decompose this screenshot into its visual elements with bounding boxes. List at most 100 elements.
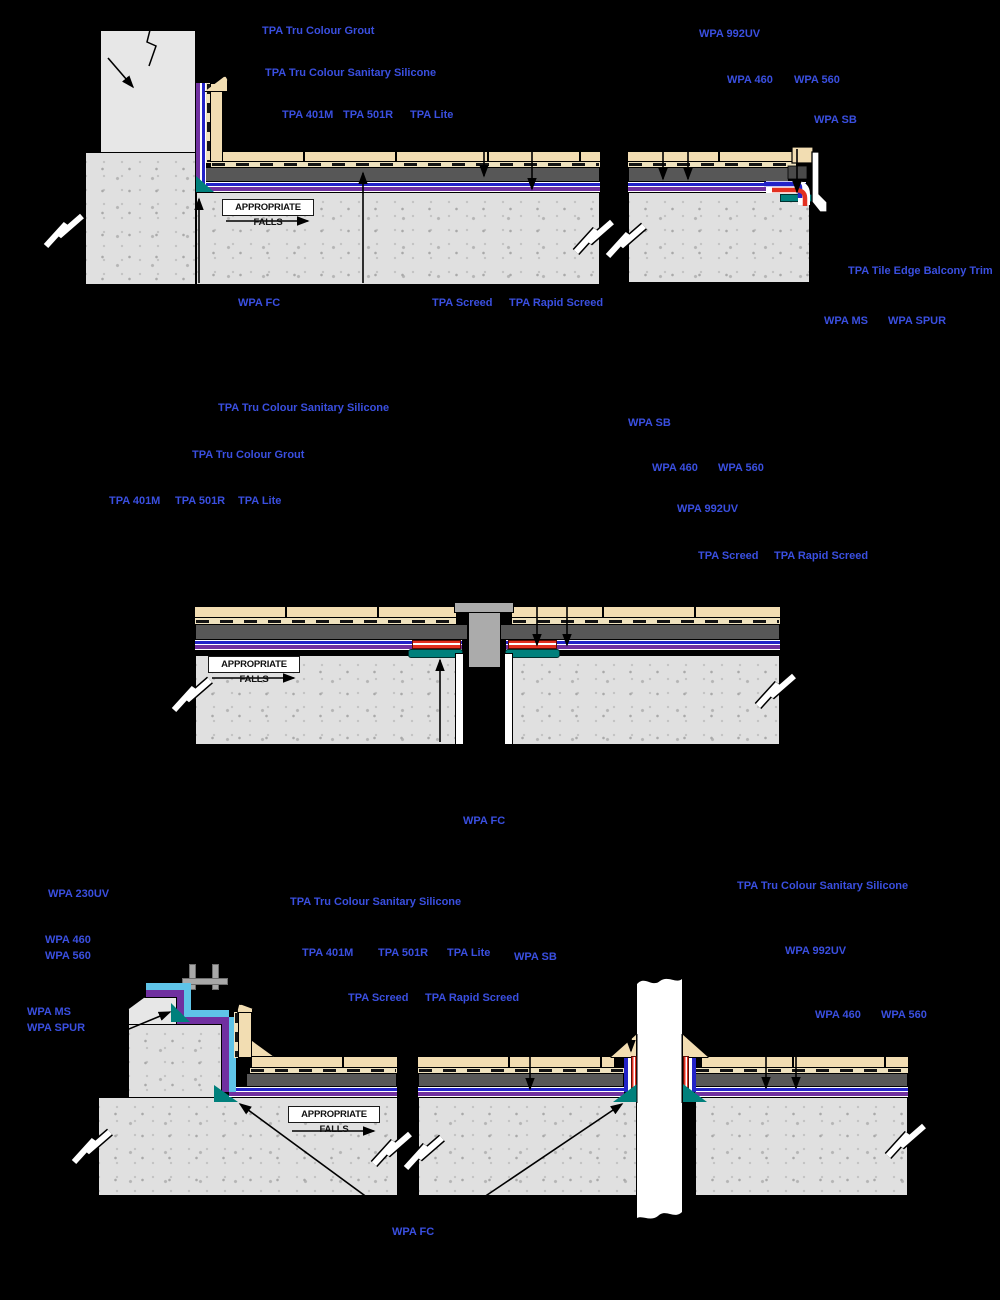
d2-red-band-left (412, 640, 461, 649)
label-d3-lite: TPA Lite (447, 947, 491, 959)
label-d1-fc: WPA FC (238, 297, 281, 309)
d2-screed-right (500, 624, 780, 640)
d1-edge-tile-cap (791, 146, 814, 164)
label-d2-screed: TPA Screed (698, 550, 759, 562)
label-d3-560-right: WPA 560 (881, 1009, 927, 1021)
label-d1-trim: TPA Tile Edge Balcony Trim (848, 265, 993, 277)
d2-tiles-right (512, 605, 780, 618)
d3-handrail-post-left (189, 964, 196, 990)
d2-membrane-purple-left (195, 645, 462, 650)
d3-pipe-collar-left (610, 1034, 637, 1058)
label-d2-sb: WPA SB (628, 417, 671, 429)
d3-blue-left (236, 1087, 397, 1092)
label-d3-401m: TPA 401M (302, 947, 354, 959)
d1-wall-upstand (100, 30, 196, 153)
d3-adhesive-right (695, 1068, 908, 1073)
d3-skirting-cap (237, 1004, 253, 1013)
d1-break-left (42, 212, 85, 250)
d2-adhesive-right (512, 618, 780, 624)
label-d3-460-left: WPA 460 (45, 934, 91, 946)
d1-upstand-purple (196, 83, 201, 188)
d3-pipe-white-right (689, 1058, 692, 1092)
label-d2-silicone: TPA Tru Colour Sanitary Silicone (218, 402, 390, 414)
d2-screed-left (195, 624, 468, 640)
d3-cyan-wall-top (146, 983, 191, 990)
d3-falls-box: APPROPRIATE FALLS (288, 1106, 380, 1135)
d2-membrane-purple-right (506, 645, 780, 650)
d1-upstand-blue (201, 83, 206, 188)
label-d2-rapid: TPA Rapid Screed (774, 550, 869, 562)
label-d2-lite: TPA Lite (238, 495, 282, 507)
d3-purple-wall-top (146, 990, 184, 997)
label-d3-501r: TPA 501R (378, 947, 429, 959)
label-d1-460: WPA 460 (727, 74, 773, 86)
label-d1-560: WPA 560 (794, 74, 840, 86)
label-d2-460: WPA 460 (652, 462, 698, 474)
d1-membrane-purple-right (628, 187, 780, 192)
d3-handrail-post-right (212, 964, 219, 990)
label-d3-rapid: TPA Rapid Screed (425, 992, 520, 1004)
d2-falls-text: APPROPRIATE FALLS (221, 659, 287, 685)
pipe-penetration (637, 978, 682, 1219)
d2-joint-filler-stem (468, 612, 501, 668)
label-d3-992uv: WPA 992UV (785, 945, 847, 957)
d1-tiles-left (213, 150, 600, 162)
label-d3-230uv: WPA 230UV (48, 888, 110, 900)
label-d3-screed: TPA Screed (348, 992, 409, 1004)
label-d1-rapid: TPA Rapid Screed (509, 297, 604, 309)
label-d1-501r: TPA 501R (343, 109, 394, 121)
label-d1-lite: TPA Lite (410, 109, 454, 121)
d3-wall-upper (128, 997, 177, 1025)
d1-tiles-right (628, 150, 792, 162)
d1-membrane-blue-right (628, 182, 806, 187)
d2-concrete-slab-right (505, 655, 780, 745)
d3-purple-step (177, 1017, 229, 1024)
label-d3-fc: WPA FC (392, 1226, 435, 1238)
d1-edge-screed-block (787, 165, 808, 180)
d3-slab-right (695, 1097, 908, 1196)
d1-screed-left (196, 167, 600, 182)
label-d1-screed: TPA Screed (432, 297, 493, 309)
d3-adhesive-left (250, 1068, 397, 1073)
d3-tiles-left (252, 1055, 397, 1068)
d3-pipe-collar-right (682, 1034, 709, 1058)
label-d3-ms: WPA MS (27, 1006, 71, 1018)
d3-screed-mid (418, 1073, 624, 1087)
label-d1-401m: TPA 401M (282, 109, 334, 121)
d3-pipe-white-left (628, 1058, 631, 1092)
label-d3-460-right: WPA 460 (815, 1009, 861, 1021)
d3-screed-left (246, 1073, 397, 1087)
d3-tiles-right (702, 1055, 908, 1068)
d1-screed-right (628, 167, 789, 182)
d1-adhesive-right (628, 162, 796, 167)
d1-teal-edge-strip (780, 194, 814, 202)
label-d2-501r: TPA 501R (175, 495, 226, 507)
label-d2-560: WPA 560 (718, 462, 764, 474)
d1-membrane-purple-left (196, 187, 600, 192)
d1-upstand-tile (210, 83, 223, 162)
d1-adhesive-left (211, 162, 600, 167)
label-d1-spur: WPA SPUR (888, 315, 947, 327)
d3-purple-wall-face (177, 997, 184, 1024)
label-d3-silicone-right: TPA Tru Colour Sanitary Silicone (737, 880, 909, 892)
d3-purple-left (229, 1092, 397, 1097)
label-d2-grout: TPA Tru Colour Grout (192, 449, 305, 461)
d2-membrane-blue-left (195, 640, 462, 645)
d2-membrane-blue-right (506, 640, 780, 645)
d3-pipe-red-left (631, 1056, 637, 1088)
d3-purple-right (695, 1092, 908, 1097)
d3-cyan-wall-face (184, 990, 191, 1017)
label-d3-silicone-left: TPA Tru Colour Sanitary Silicone (290, 896, 462, 908)
d3-purple-skirt-face (222, 1024, 229, 1092)
d3-cyan-step (184, 1010, 229, 1017)
d1-concrete-pad (85, 152, 196, 285)
d1-balcony-trim-profile (811, 151, 828, 213)
d3-handrail-bar (182, 978, 228, 985)
d3-slab-mid (418, 1097, 637, 1196)
label-d1-silicone: TPA Tru Colour Sanitary Silicone (265, 67, 437, 79)
d2-joint-liner-right (504, 653, 513, 745)
d3-skirting-tile (238, 1012, 252, 1058)
d3-screed-right (695, 1073, 908, 1087)
d1-membrane-blue-left (196, 182, 600, 187)
label-d2-401m: TPA 401M (109, 495, 161, 507)
